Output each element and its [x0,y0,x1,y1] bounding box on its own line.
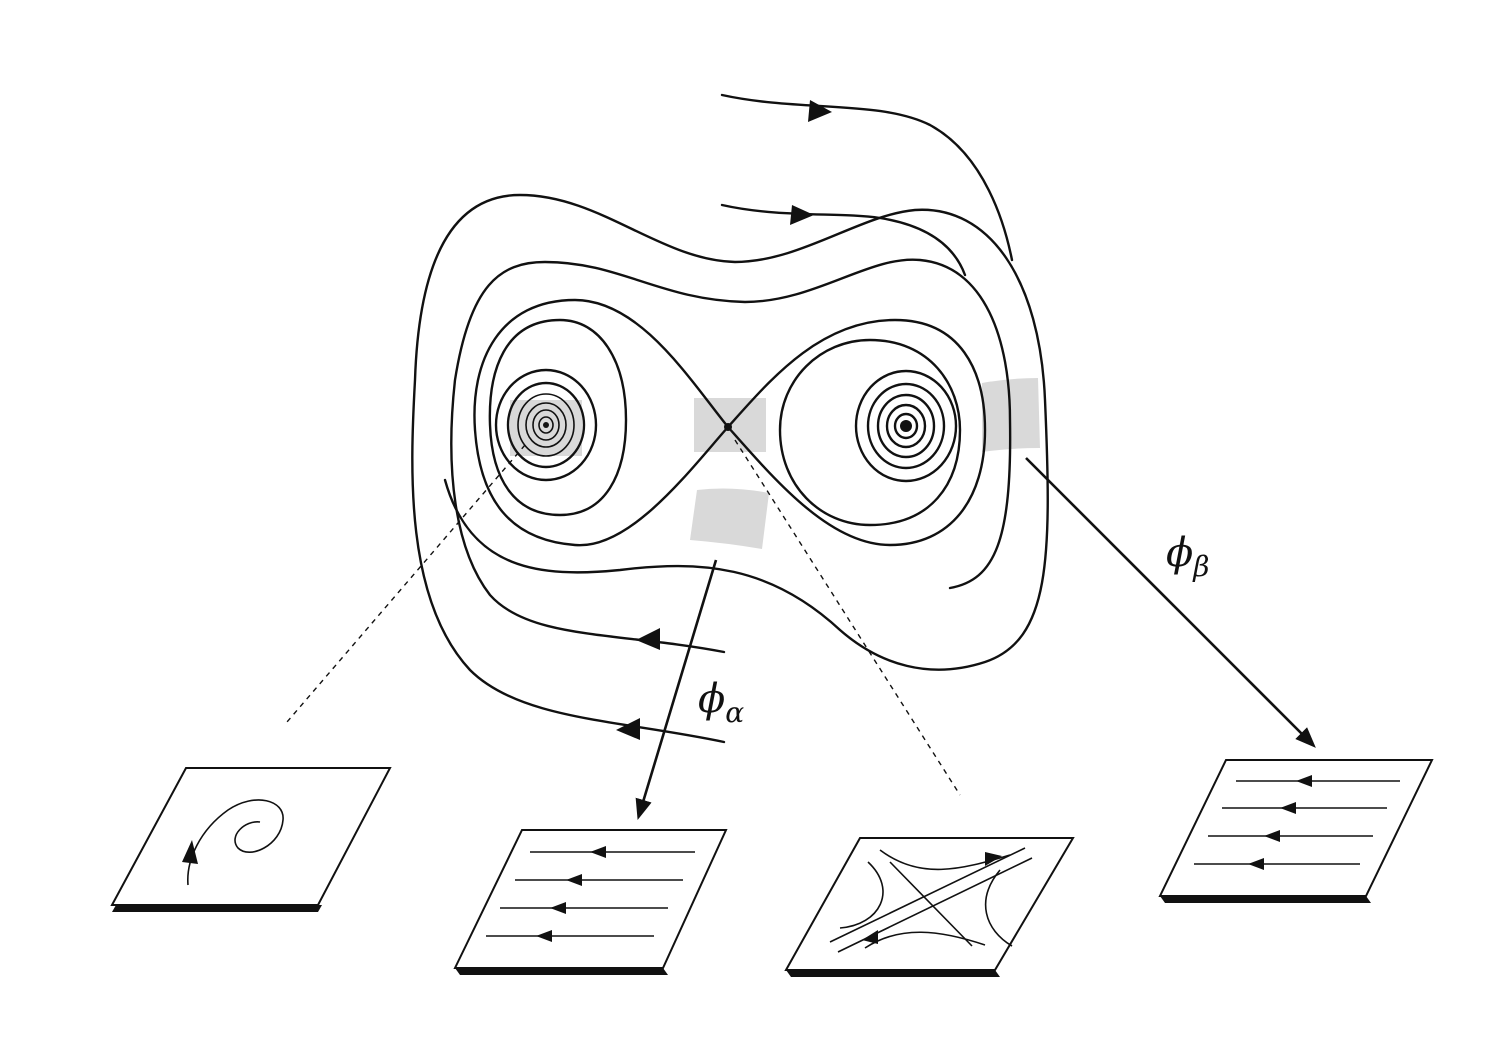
outer-loop-2 [450,258,1012,654]
arrow-top-1 [808,100,832,122]
local-chart-parallel-1 [453,829,728,975]
label-phi-beta: ϕβ [1166,530,1209,583]
chart-patches [510,378,1040,549]
right-orbit-1 [778,338,962,527]
chart-maps [635,457,1316,820]
projection-saddle [734,439,961,796]
outer-loop-1 [411,193,1049,744]
arrow-bottom-1 [636,628,660,650]
local-chart-saddle [784,837,1075,977]
arrow-top-2 [790,205,814,225]
outer-flow-lines [411,93,1049,744]
inflow-top-1 [720,93,1014,262]
projection-lines [286,439,961,796]
right-focus-spiral [854,369,958,483]
left-focus-spiral [494,368,598,482]
local-chart-parallel-2 [1158,759,1434,903]
map-alpha-arrow [635,559,718,820]
map-beta-arrow [1025,457,1316,748]
saddle-point [724,423,732,431]
arrow-bottom-2 [616,718,640,740]
label-phi-alpha: ϕα [698,676,744,729]
patch-lower [690,488,769,549]
separatrix-loops [473,298,987,547]
projection-left [286,444,526,723]
chart-spiral-curve [187,799,284,886]
left-orbit-1 [488,318,628,517]
right-separatrix [726,318,987,547]
left-separatrix [473,298,730,547]
local-chart-spiral [110,767,392,912]
inflow-top-2 [720,203,967,277]
